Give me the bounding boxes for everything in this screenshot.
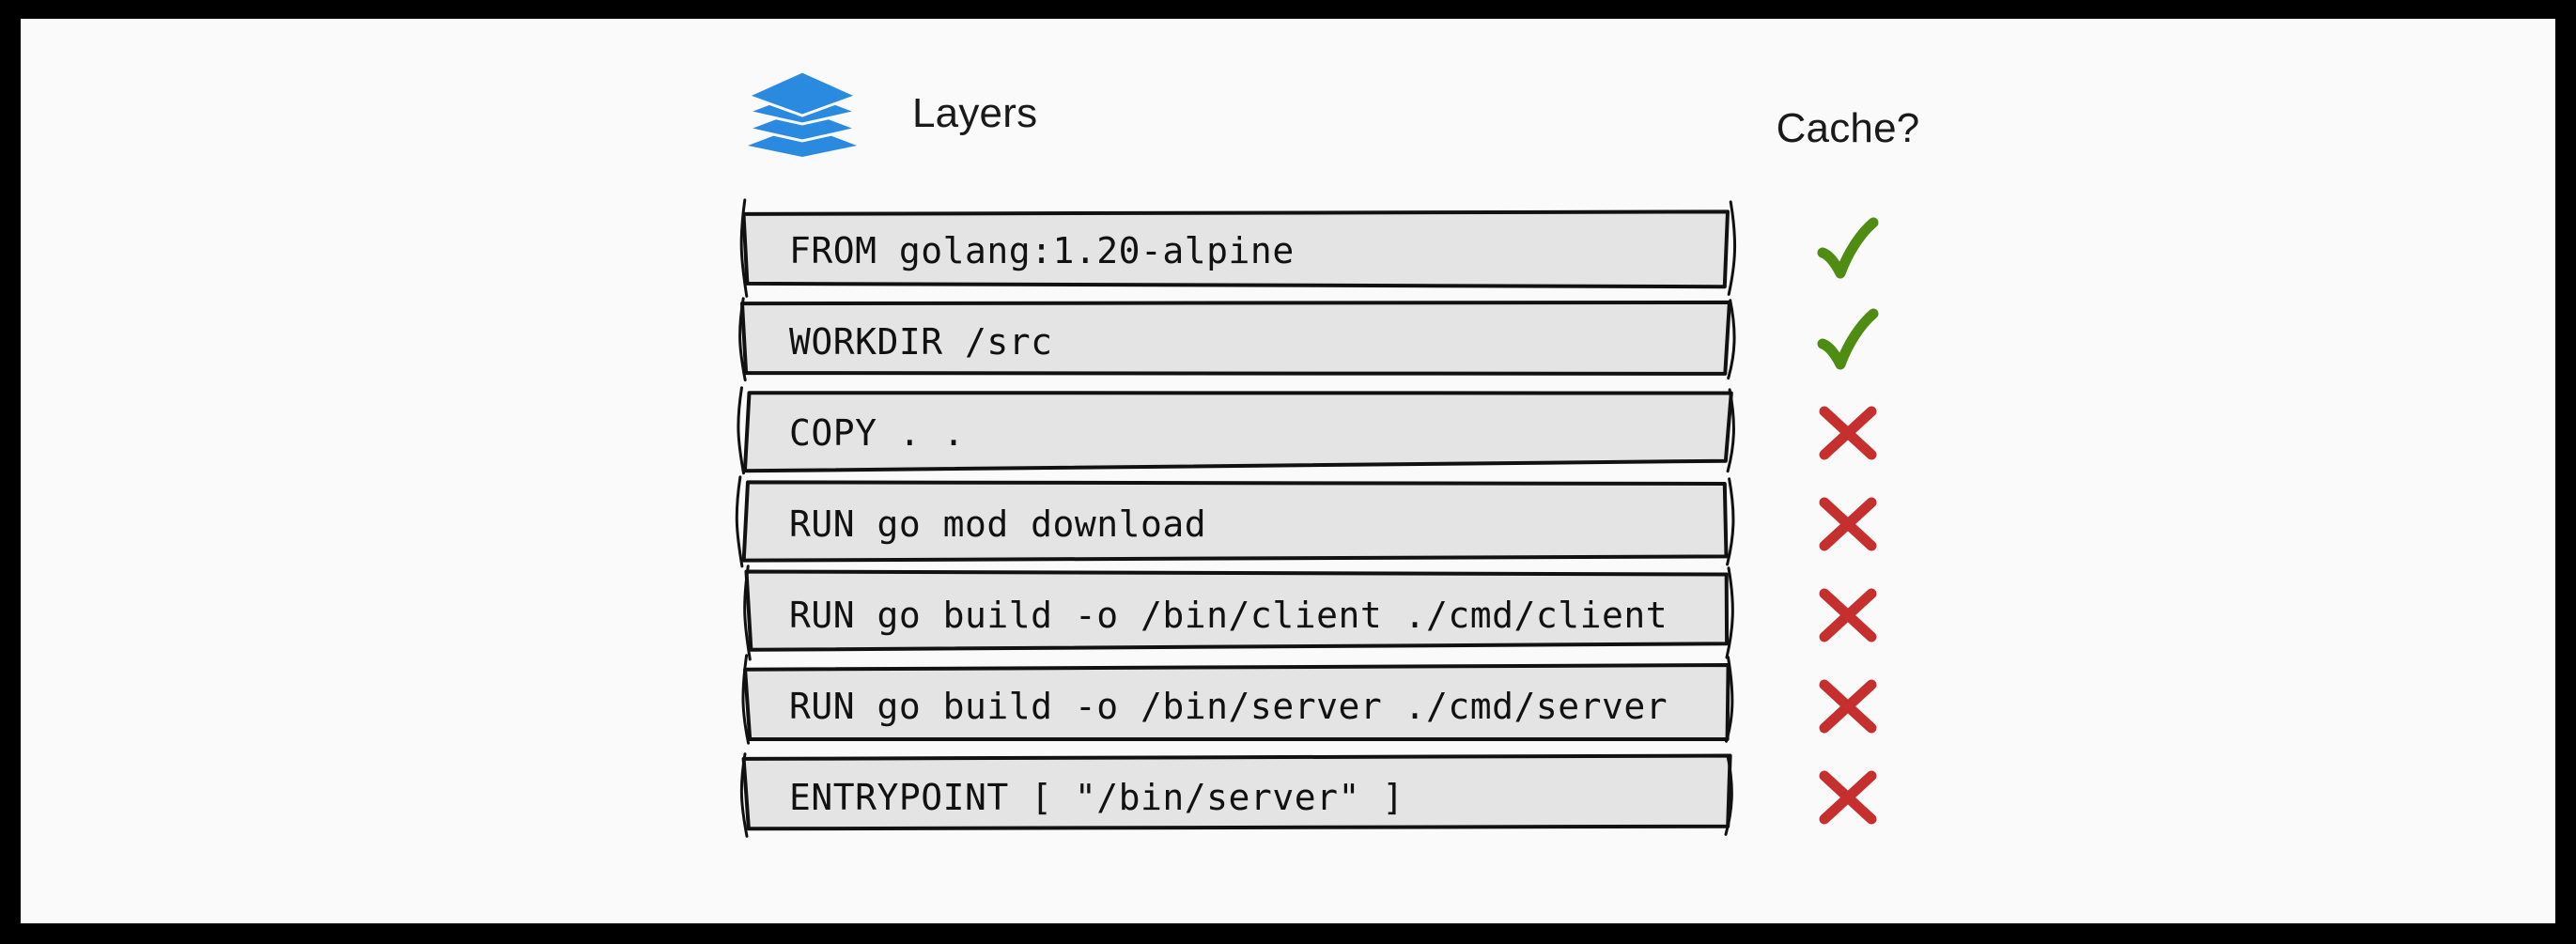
command-box[interactable]: RUN go build -o /bin/server ./cmd/server — [725, 654, 1740, 751]
command-text-6: ENTRYPOINT [ "/bin/server" ] — [789, 776, 1404, 818]
red-cross-icon — [1819, 679, 1877, 733]
layer-row-0: FROM golang:1.20-alpine — [21, 198, 2555, 298]
green-check-icon — [1817, 217, 1879, 278]
command-text-5: RUN go build -o /bin/server ./cmd/server — [789, 685, 1668, 727]
sketch-box-outline — [741, 654, 1734, 745]
cache-status-2 — [1754, 387, 1942, 478]
cache-column-header: Cache? — [1776, 105, 1920, 151]
sketch-box-outline — [735, 475, 1735, 568]
diagram-page: Layers Cache? FROM golang:1.20-alpine WO… — [21, 19, 2555, 923]
command-text-0: FROM golang:1.20-alpine — [789, 229, 1295, 271]
command-box[interactable]: FROM golang:1.20-alpine — [725, 198, 1740, 298]
layers-stack-icon — [747, 70, 858, 157]
command-box[interactable]: COPY . . — [725, 386, 1740, 478]
red-cross-icon — [1819, 588, 1877, 642]
layers-header-label: Layers — [912, 90, 1038, 136]
layers-column-header: Layers — [747, 70, 1037, 157]
command-box[interactable]: RUN go mod download — [725, 475, 1740, 569]
red-cross-icon — [1819, 406, 1877, 459]
cache-status-1 — [1754, 296, 1942, 387]
red-cross-icon — [1819, 770, 1877, 824]
cache-status-3 — [1754, 478, 1942, 569]
command-text-1: WORKDIR /src — [789, 320, 1053, 363]
command-text-4: RUN go build -o /bin/client ./cmd/client — [789, 594, 1668, 636]
sketch-box-outline — [738, 297, 1736, 382]
green-check-icon — [1817, 308, 1879, 369]
command-text-3: RUN go mod download — [789, 503, 1207, 545]
layer-row-6: ENTRYPOINT [ "/bin/server" ] — [21, 751, 2555, 843]
sketch-box-outline — [739, 198, 1737, 298]
command-text-2: COPY . . — [789, 411, 966, 454]
command-box[interactable]: RUN go build -o /bin/client ./cmd/client — [725, 565, 1740, 661]
command-box[interactable]: WORKDIR /src — [725, 296, 1740, 387]
cache-status-4 — [1754, 569, 1942, 660]
sketch-box-outline — [743, 565, 1734, 661]
layer-row-4: RUN go build -o /bin/client ./cmd/client — [21, 565, 2555, 661]
layer-row-2: COPY . . — [21, 386, 2555, 478]
sketch-box-outline — [739, 752, 1733, 838]
cache-status-5 — [1754, 660, 1942, 751]
command-box[interactable]: ENTRYPOINT [ "/bin/server" ] — [725, 751, 1740, 843]
layer-row-3: RUN go mod download — [21, 475, 2555, 569]
cache-status-6 — [1754, 751, 1942, 843]
layer-row-1: WORKDIR /src — [21, 296, 2555, 387]
red-cross-icon — [1819, 497, 1877, 550]
sketch-box-outline — [737, 386, 1735, 475]
layer-rows: FROM golang:1.20-alpine WORKDIR /src COP… — [21, 198, 2555, 843]
layer-row-5: RUN go build -o /bin/server ./cmd/server — [21, 654, 2555, 751]
cache-status-0 — [1754, 205, 1942, 296]
